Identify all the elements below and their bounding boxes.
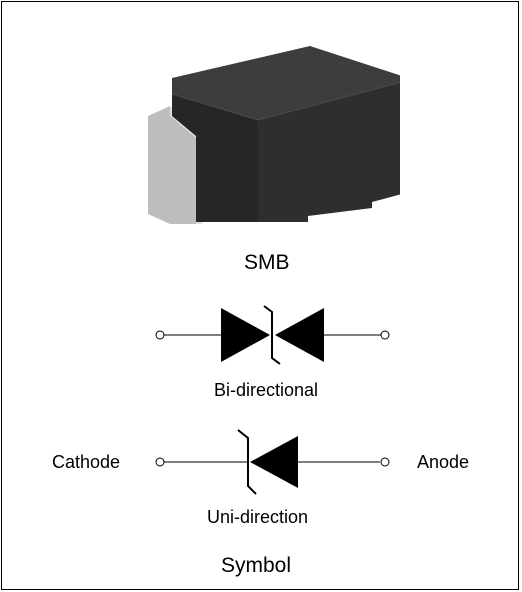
- unidirectional-caption: Uni-direction: [207, 507, 309, 527]
- unidirectional-triangle: [250, 436, 298, 488]
- bidirectional-symbol: [155, 305, 390, 365]
- cathode-terminal: [155, 457, 165, 467]
- symbol-title: Symbol: [221, 554, 292, 577]
- bidirectional-triangle-right: [275, 308, 324, 362]
- smb-package-image: [148, 46, 400, 224]
- package-body-side: [258, 82, 400, 222]
- package-edge-line: [171, 82, 400, 121]
- unidirectional-zener-bar: [237, 429, 257, 495]
- anode-terminal: [380, 457, 390, 467]
- bidirectional-terminal-right: [380, 330, 390, 340]
- cathode-label: Cathode: [52, 452, 121, 472]
- package-body-front: [172, 94, 258, 222]
- package-name-label: SMB: [244, 251, 290, 274]
- bidirectional-terminal-left: [155, 330, 165, 340]
- package-body-top: [172, 46, 400, 120]
- unidirectional-symbol: [155, 429, 390, 495]
- anode-label: Anode: [417, 452, 470, 472]
- bidirectional-triangle-left: [221, 308, 270, 362]
- package-lead-left: [148, 106, 202, 224]
- bidirectional-zener-bar: [263, 305, 281, 365]
- bidirectional-caption: Bi-directional: [214, 380, 319, 400]
- package-lead-left-edge: [170, 106, 202, 224]
